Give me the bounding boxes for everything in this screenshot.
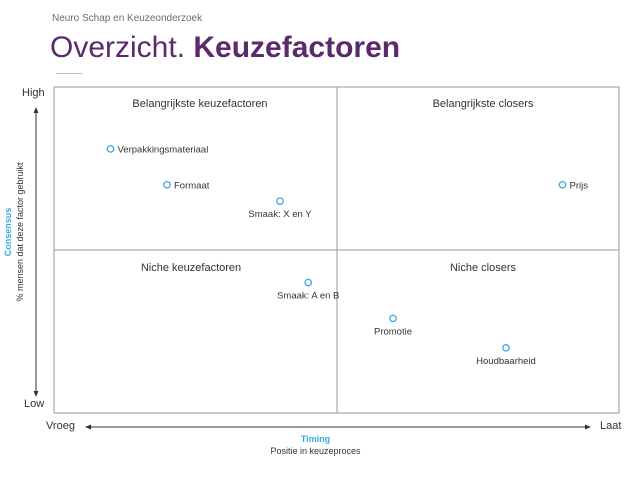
title-bold: Keuzefactoren xyxy=(193,31,401,64)
point-label: Formaat xyxy=(174,180,210,191)
quadrant-title-top-right: Belangrijkste closers xyxy=(433,98,534,110)
point-marker xyxy=(106,145,115,153)
point-marker xyxy=(502,343,510,352)
point-label: Houdbaarheid xyxy=(476,356,536,367)
x-axis-title-main: Timing xyxy=(300,434,331,444)
x-right-label: Laat xyxy=(600,420,622,432)
y-axis-arrow-down-icon xyxy=(33,391,39,397)
x-axis-title-sub: Positie in keuzeproces xyxy=(270,446,361,456)
x-axis-title: Timing Positie in keuzeproces xyxy=(0,434,631,456)
point-marker xyxy=(389,314,397,323)
point-label: Verpakkingsmateriaal xyxy=(118,144,209,155)
point-marker xyxy=(304,278,313,287)
y-axis-arrow-up-icon xyxy=(33,107,39,113)
point-marker xyxy=(558,180,567,189)
quadrant-title-bottom-right: Niche closers xyxy=(450,262,517,274)
point-label: Promotie xyxy=(374,326,412,337)
y-high-label: High xyxy=(22,87,45,99)
title-light: Overzicht. xyxy=(50,31,186,64)
title-underline xyxy=(56,73,82,74)
quadrant-title-bottom-left: Niche keuzefactoren xyxy=(141,262,241,274)
point-label: Smaak: A en B xyxy=(277,291,339,302)
point-marker xyxy=(276,197,284,205)
quadrant-title-top-left: Belangrijkste keuzefactoren xyxy=(132,98,267,110)
x-axis-arrow-left-icon xyxy=(85,424,91,430)
point-label: Smaak: X en Y xyxy=(248,209,312,220)
x-axis-arrow-right-icon xyxy=(585,424,591,430)
point-marker xyxy=(163,180,171,189)
subtitle: Neuro Schap en Keuzeonderzoek xyxy=(52,13,203,24)
point-label: Prijs xyxy=(570,180,589,191)
page-title: Overzicht. Keuzefactoren xyxy=(50,30,400,66)
x-left-label: Vroeg xyxy=(46,420,75,432)
y-low-label: Low xyxy=(24,398,45,410)
